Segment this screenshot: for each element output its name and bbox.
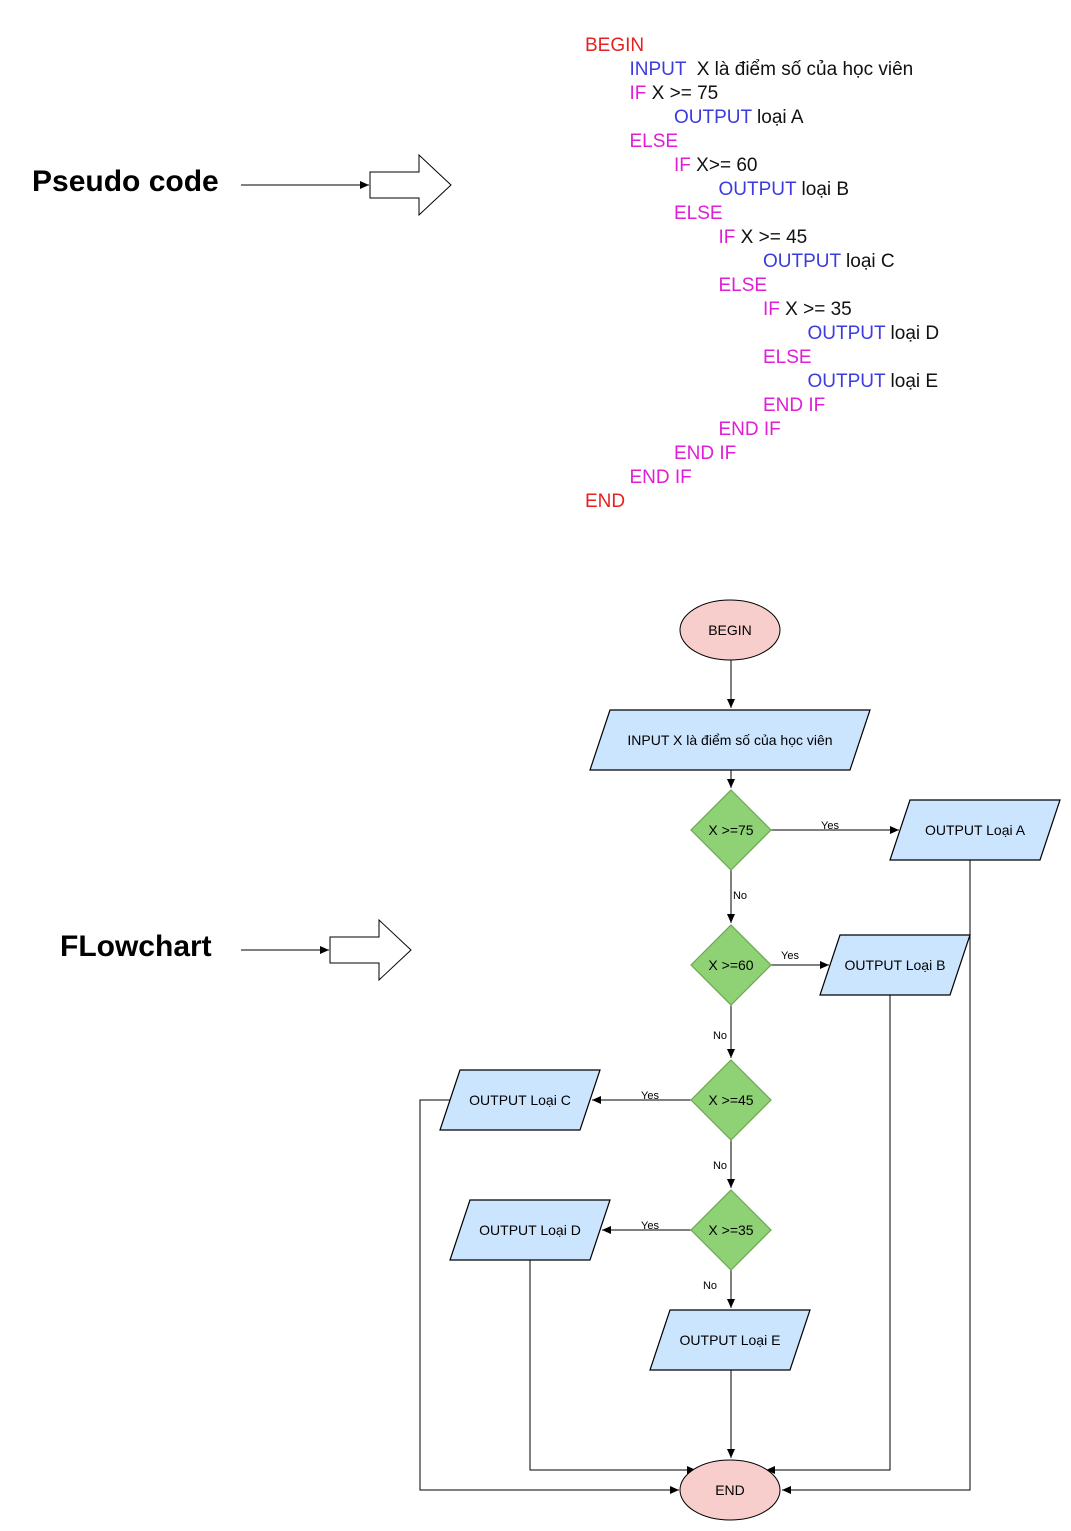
decision-text: X >=35 [708, 1222, 753, 1238]
output-text: OUTPUT Loại E [680, 1332, 781, 1348]
decision-x75: X >=75 [690, 789, 772, 871]
pseudocode-line: ELSE [763, 346, 812, 370]
edge-a-end [782, 860, 971, 1494]
pseudocode-keyword: IF [718, 227, 736, 248]
decision-text: X >=60 [708, 957, 753, 973]
yes-label: Yes [641, 1220, 659, 1232]
pseudocode-keyword: INPUT [629, 59, 687, 80]
pseudocode-keyword: IF [674, 155, 691, 176]
pseudocode-line: END IF [719, 418, 781, 442]
pseudocode-keyword: IF [629, 83, 647, 104]
yes-label: Yes [821, 820, 839, 832]
pseudocode-keyword: OUTPUT [807, 323, 886, 344]
decision-x45: X >=45 [690, 1059, 772, 1141]
pseudocode-keyword: BEGIN [585, 35, 645, 56]
connectors [419, 660, 971, 1494]
yes-label: Yes [641, 1090, 659, 1102]
pseudocode-line: OUTPUT loại D [808, 322, 940, 346]
edge-d-end [529, 1260, 696, 1474]
pseudocode-keyword: END IF [629, 467, 692, 488]
pseudocode-text: X >= 75 [646, 83, 719, 104]
begin-text: BEGIN [708, 622, 752, 638]
pseudo-code-label: Pseudo code [32, 165, 219, 198]
pseudocode-line: OUTPUT loại B [719, 178, 850, 202]
pseudocode-keyword: ELSE [718, 275, 768, 296]
pseudocode-keyword: OUTPUT [763, 251, 841, 272]
no-label: No [703, 1280, 717, 1292]
output-text: OUTPUT Loại D [479, 1222, 581, 1238]
pseudocode-line: END [585, 490, 625, 514]
pseudocode-keyword: END [585, 491, 626, 512]
end-text: END [715, 1482, 745, 1498]
pseudocode-line: OUTPUT loại C [763, 250, 895, 274]
no-label: No [713, 1160, 727, 1172]
pseudocode-keyword: END IF [718, 419, 781, 440]
pseudocode-line: OUTPUT loại E [808, 370, 939, 394]
end-terminal: END [679, 1459, 781, 1521]
pseudocode-keyword: ELSE [674, 203, 723, 224]
decision-text: X >=75 [708, 822, 753, 838]
pseudocode-text: loại B [796, 179, 850, 200]
output-c: OUTPUT Loại C [439, 1069, 601, 1131]
pseudocode-keyword: OUTPUT [718, 179, 797, 200]
output-text: OUTPUT Loại A [925, 822, 1026, 838]
pseudocode-text: X>= 60 [690, 155, 758, 176]
block-arrow-icon [369, 153, 452, 217]
pseudocode-text: loại A [751, 107, 804, 128]
pseudocode-text: X >= 35 [779, 299, 852, 320]
pseudocode-keyword: END IF [674, 443, 737, 464]
output-d: OUTPUT Loại D [449, 1199, 611, 1261]
edge-labels: Yes No Yes No Yes No Yes No [641, 820, 839, 1292]
no-label: No [713, 1030, 727, 1042]
pseudocode-keyword: OUTPUT [674, 107, 752, 128]
pseudocode-line: INPUT X là điểm số của học viên [630, 58, 914, 82]
pseudocode-text: loại D [885, 323, 940, 344]
pseudocode-line: OUTPUT loại A [674, 106, 804, 130]
output-b: OUTPUT Loại B [819, 934, 971, 996]
flowchart-label: FLowchart [60, 930, 212, 963]
input-node: INPUT X là điểm số của học viên [589, 709, 871, 771]
pseudocode-line: END IF [763, 394, 825, 418]
pseudocode-line: ELSE [674, 202, 723, 226]
pseudocode-keyword: END IF [763, 395, 826, 416]
decision-x35: X >=35 [690, 1189, 772, 1271]
block-arrow-icon [329, 918, 412, 982]
decision-text: X >=45 [708, 1092, 753, 1108]
pseudocode-text: loại C [840, 251, 895, 272]
pseudocode-keyword: IF [763, 299, 780, 320]
flowchart-arrow [241, 918, 412, 982]
pseudocode-keyword: ELSE [629, 131, 679, 152]
output-a: OUTPUT Loại A [889, 799, 1061, 861]
pseudocode-text: loại E [885, 371, 939, 392]
pseudocode-text: X là điểm số của học viên [686, 59, 914, 80]
edge-b-end [766, 995, 891, 1474]
pseudocode-keyword: OUTPUT [807, 371, 886, 392]
pseudocode-line: END IF [674, 442, 736, 466]
edge-c-end [419, 1099, 679, 1494]
pseudocode-line: ELSE [719, 274, 768, 298]
pseudocode-line: IF X>= 60 [674, 154, 757, 178]
begin-terminal: BEGIN [679, 599, 781, 661]
pseudocode-text: X >= 45 [735, 227, 808, 248]
pseudo-arrow [241, 153, 452, 217]
input-text: INPUT X là điểm số của học viên [627, 732, 832, 748]
output-text: OUTPUT Loại C [469, 1092, 571, 1108]
output-text: OUTPUT Loại B [845, 957, 946, 973]
pseudocode-line: BEGIN [585, 34, 644, 58]
pseudocode-line: IF X >= 75 [630, 82, 719, 106]
no-label: No [733, 890, 747, 902]
yes-label: Yes [781, 950, 799, 962]
decision-x60: X >=60 [690, 924, 772, 1006]
pseudocode-line: IF X >= 35 [763, 298, 852, 322]
pseudocode-line: END IF [630, 466, 692, 490]
pseudocode-line: ELSE [630, 130, 679, 154]
pseudocode-keyword: ELSE [763, 347, 812, 368]
pseudocode-line: IF X >= 45 [719, 226, 808, 250]
output-e: OUTPUT Loại E [649, 1309, 811, 1371]
